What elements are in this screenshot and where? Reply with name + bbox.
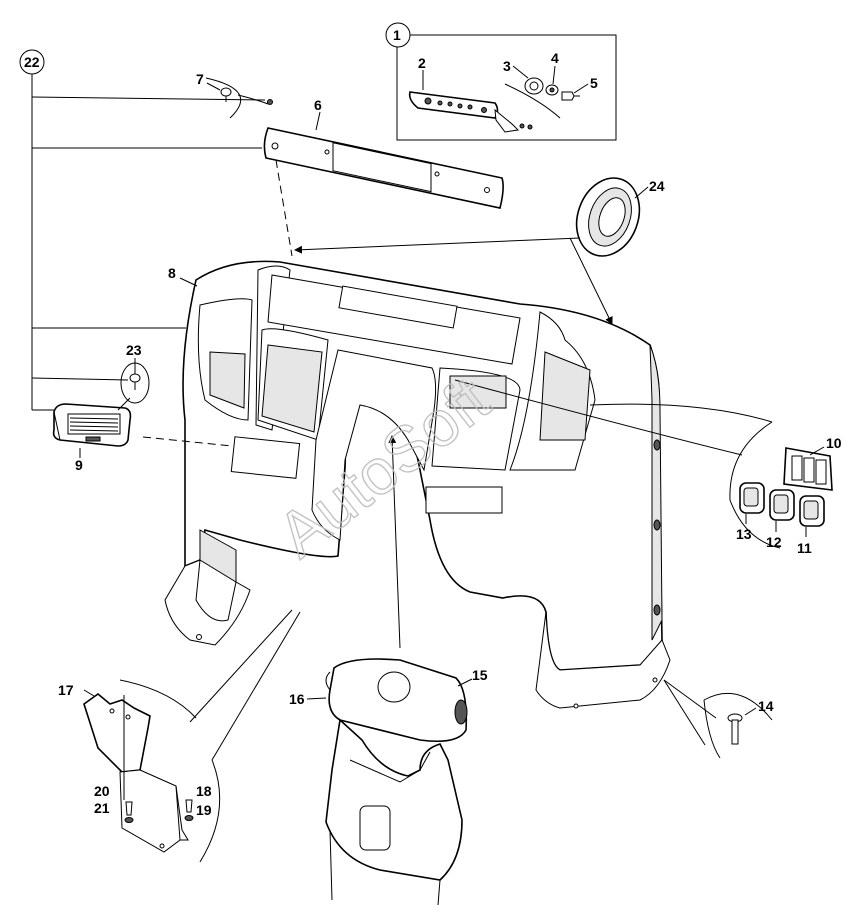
callout-21: 21	[94, 800, 110, 816]
callout-18: 18	[196, 783, 212, 799]
rocker-switch-part-12	[769, 489, 795, 521]
callout-circle-1	[385, 22, 411, 48]
washer-part-21	[124, 817, 134, 823]
callout-19: 19	[196, 802, 212, 818]
air-vent-part-9	[52, 403, 233, 458]
callout-2: 2	[418, 55, 426, 71]
steering-column-shroud-part-15	[306, 435, 473, 906]
screw-part-18	[185, 799, 193, 813]
callout-7: 7	[196, 71, 204, 87]
callout-20: 20	[94, 783, 110, 799]
lower-shroud-part-16	[325, 718, 463, 881]
bracket-group-17-21	[83, 609, 301, 863]
leader-lines-22	[19, 49, 266, 411]
callout-12: 12	[766, 534, 782, 550]
callout-1: 1	[393, 27, 401, 43]
screw-part-7	[220, 87, 232, 97]
switch-group-10-13	[454, 379, 833, 549]
mounting-bracket-part-17	[83, 692, 151, 773]
callout-labels: 1 2 3 4 5 6 7 8 9 10 11 12 13 14 15 16 1…	[24, 27, 842, 818]
callout-24: 24	[649, 178, 665, 194]
washer-part-19	[184, 815, 194, 821]
callout-11: 11	[797, 540, 812, 556]
screw-part-14	[663, 679, 773, 759]
callout-5: 5	[590, 75, 598, 91]
callout-13: 13	[736, 526, 752, 542]
callout-3: 3	[503, 58, 511, 74]
dashboard-housing-part-8	[164, 260, 671, 709]
switch-assembly-group-1	[385, 22, 617, 141]
callout-9: 9	[75, 457, 83, 473]
callout-14: 14	[758, 698, 774, 714]
callout-22: 22	[24, 54, 40, 70]
screw-part-23	[117, 358, 150, 411]
callout-23: 23	[126, 342, 142, 358]
top-bezel-part-6	[205, 77, 504, 257]
callout-4: 4	[551, 50, 559, 66]
switch-panel-part-2	[408, 91, 499, 119]
round-air-vent-part-24	[575, 177, 649, 257]
callout-8: 8	[168, 265, 176, 281]
screw-part-5	[561, 91, 575, 101]
screw-part-20	[125, 801, 133, 816]
rocker-switch-part-13	[739, 482, 765, 514]
callout-6: 6	[314, 97, 322, 113]
callout-10: 10	[826, 435, 842, 451]
callout-15: 15	[472, 667, 488, 683]
callout-16: 16	[289, 691, 305, 707]
callout-17: 17	[58, 682, 74, 698]
rocker-switch-part-11	[799, 495, 825, 527]
